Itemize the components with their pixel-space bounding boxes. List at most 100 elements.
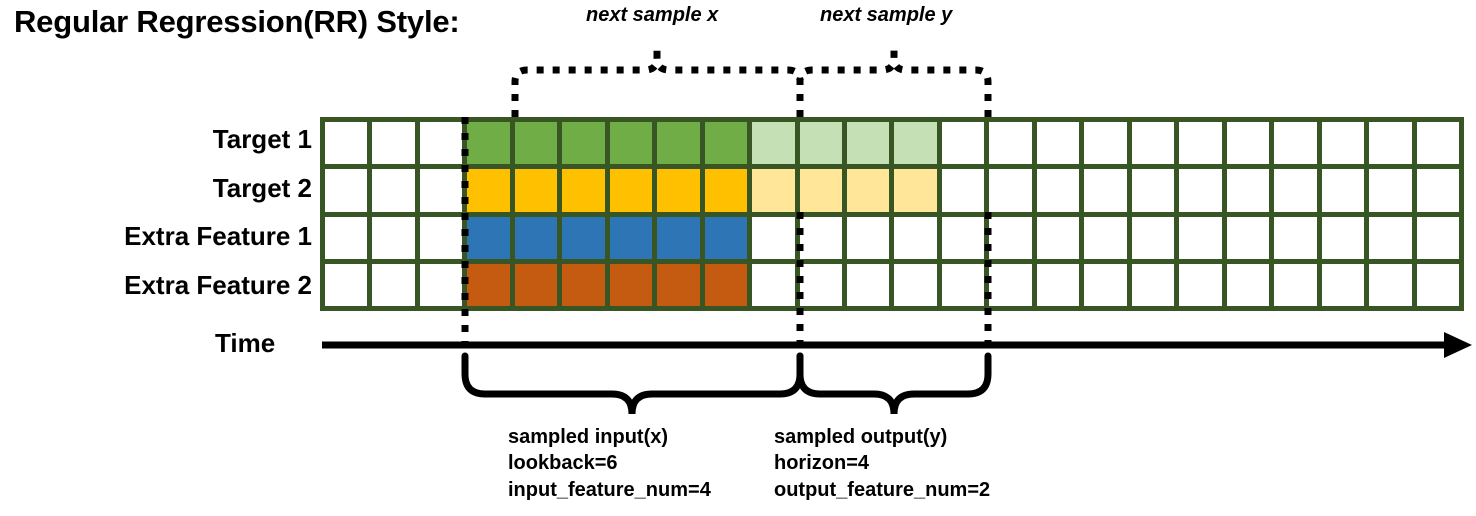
output-caption-line-2: horizon=4 <box>774 452 870 475</box>
grid-cell <box>847 216 890 259</box>
grid-cell <box>419 122 463 165</box>
page-title: Regular Regression(RR) Style: <box>14 4 460 39</box>
grid-cell <box>894 122 937 165</box>
grid-cell <box>1274 122 1317 165</box>
grid-cell <box>514 216 558 259</box>
grid-cell <box>657 263 700 306</box>
output-brace <box>796 352 992 415</box>
grid-cell <box>419 216 463 259</box>
grid-cell <box>1274 263 1317 306</box>
input-caption-line-3: input_feature_num=4 <box>508 478 711 501</box>
row-label-extra-feature-1: Extra Feature 1 <box>124 221 312 252</box>
grid-cell <box>1226 122 1270 165</box>
grid-cell <box>752 122 795 165</box>
grid-cell <box>1179 169 1222 212</box>
grid-cell <box>562 122 605 165</box>
grid-cell <box>1036 122 1080 165</box>
grid-cell <box>562 263 605 306</box>
grid-cell <box>419 169 463 212</box>
grid-cell <box>325 263 368 306</box>
output-caption-line-1: sampled output(y) <box>774 426 948 448</box>
grid-cell <box>799 216 843 259</box>
grid-cell <box>609 263 653 306</box>
grid-cell <box>941 263 985 306</box>
grid-cell <box>657 216 700 259</box>
grid-cell <box>1369 169 1412 212</box>
grid-cell <box>1084 169 1127 212</box>
grid-cell <box>1226 216 1270 259</box>
grid-cell <box>704 169 748 212</box>
time-axis-label: Time <box>215 328 276 358</box>
grid-cell <box>1369 263 1412 306</box>
timeseries-grid <box>320 117 1464 311</box>
bracket-y-left-arm <box>796 46 898 117</box>
grid-cell <box>609 169 653 212</box>
grid-cell <box>1084 216 1127 259</box>
grid-cell <box>799 169 843 212</box>
grid-cell <box>325 216 368 259</box>
output-brace-caption: sampled output(y) horizon=4 output_featu… <box>774 424 990 503</box>
grid-cell <box>799 263 843 306</box>
next-sample-x-caption: next sample x <box>586 4 719 26</box>
grid-cell <box>514 169 558 212</box>
input-brace <box>461 352 804 415</box>
grid-cell <box>704 216 748 259</box>
grid-cell <box>704 122 748 165</box>
grid-cell <box>1036 216 1080 259</box>
grid-cell <box>941 169 985 212</box>
grid-cell <box>1369 216 1412 259</box>
grid-cell <box>799 122 843 165</box>
grid-cell <box>894 263 937 306</box>
input-brace-caption: sampled input(x) lookback=6 input_featur… <box>508 424 711 503</box>
grid-cell <box>467 216 510 259</box>
grid-cell <box>894 169 937 212</box>
grid-cell <box>752 263 795 306</box>
grid-cell <box>1416 122 1459 165</box>
grid-cell <box>1226 263 1270 306</box>
grid-cell <box>1036 263 1080 306</box>
grid-cell <box>1321 263 1365 306</box>
grid-cell <box>325 122 368 165</box>
grid-cell <box>847 169 890 212</box>
grid-cell <box>657 122 700 165</box>
grid-cell <box>1131 263 1175 306</box>
row-label-target-2: Target 2 <box>212 172 312 203</box>
grid-cell <box>752 169 795 212</box>
grid-cell <box>847 263 890 306</box>
grid-cell <box>1179 122 1222 165</box>
grid-cell <box>325 169 368 212</box>
grid-cell <box>372 263 415 306</box>
input-caption-line-1: sampled input(x) <box>508 426 669 448</box>
grid-cell <box>609 216 653 259</box>
grid-cell <box>419 263 463 306</box>
grid-cell <box>1084 122 1127 165</box>
grid-cell <box>989 169 1032 212</box>
input-caption-line-2: lookback=6 <box>508 452 618 475</box>
grid-cell <box>372 169 415 212</box>
grid-cell <box>1321 122 1365 165</box>
grid-cell <box>514 122 558 165</box>
grid-cell <box>894 216 937 259</box>
grid-cell <box>1131 122 1175 165</box>
grid-cell <box>1321 216 1365 259</box>
grid-cell <box>1416 263 1459 306</box>
grid-cell <box>1416 216 1459 259</box>
grid-cell <box>657 169 700 212</box>
output-caption-line-3: output_feature_num=2 <box>774 478 991 501</box>
grid-cell <box>1226 169 1270 212</box>
grid-cell <box>609 122 653 165</box>
grid-cell <box>752 216 795 259</box>
grid-cell <box>1274 216 1317 259</box>
grid-cell <box>989 263 1032 306</box>
grid-cell <box>562 216 605 259</box>
grid-cell <box>467 263 510 306</box>
grid-cell <box>1131 216 1175 259</box>
grid-cell <box>372 122 415 165</box>
grid-cell <box>372 216 415 259</box>
row-label-extra-feature-2: Extra Feature 2 <box>124 269 312 300</box>
next-sample-y-caption: next sample y <box>820 4 953 26</box>
grid-cell <box>847 122 890 165</box>
grid-cell <box>941 122 985 165</box>
